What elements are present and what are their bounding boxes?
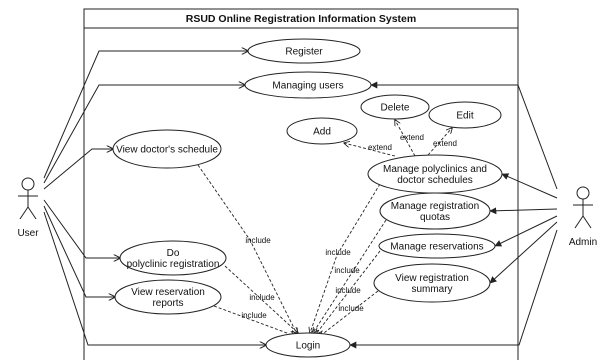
use-case-delete: Delete: [360, 94, 430, 120]
include-label: include: [249, 293, 275, 302]
use-case-label: Edit: [456, 111, 473, 122]
use-case-label: View reservation: [131, 287, 205, 298]
use-case-label: Do: [167, 248, 180, 259]
use-case-label: reports: [152, 298, 183, 309]
use-case-ellipse: [378, 233, 496, 259]
include-manage-quotas-login: [313, 219, 387, 333]
include-manage-polyclinics-login: [310, 183, 381, 333]
include-view-reports-login: [213, 305, 295, 336]
include-manage-reservations-login: [316, 250, 381, 334]
user-view-reports-association: [43, 205, 115, 297]
include-polyclinic-registration-login: [224, 265, 298, 333]
include-label: include: [335, 286, 361, 295]
use-case-ellipse: [428, 101, 502, 129]
admin-manage-polyclinics-association: [501, 173, 558, 199]
use-case-label: doctor schedules: [397, 175, 473, 186]
user-managing-users-association: [43, 85, 245, 184]
admin-view-summary-association: [489, 221, 558, 284]
use-case-ellipse: [247, 38, 361, 64]
admin-managing-users-association: [370, 81, 558, 190]
system-title: RSUD Online Registration Information Sys…: [186, 13, 416, 25]
use-case-ellipse: [244, 71, 372, 99]
include-label: include: [245, 236, 271, 245]
use-case-register: Register: [247, 38, 361, 64]
use-case-ellipse: [265, 332, 351, 358]
use-case-add: Add: [286, 117, 358, 145]
use-case-label: Login: [296, 341, 320, 352]
extend-edit-relation: [427, 128, 452, 156]
use-case-view-doctors-schedule: View doctor's schedule: [112, 129, 222, 169]
use-case-label: quotas: [420, 212, 450, 223]
relations: include include include include include inclu…: [43, 51, 558, 349]
extend-label: extend: [400, 133, 424, 142]
use-case-label: View doctor's schedule: [116, 145, 218, 156]
use-case-label: polyclinic registration: [127, 259, 220, 270]
use-case-login: Login: [265, 332, 351, 358]
admin-manage-reservations-association: [494, 215, 558, 247]
use-case-label: Add: [313, 127, 331, 138]
include-label: include: [241, 311, 267, 320]
include-label: include: [338, 304, 364, 313]
extend-label: extend: [368, 143, 392, 152]
user-polyclinic-registration-association: [43, 199, 120, 258]
use-case-label: Register: [285, 47, 323, 58]
user-actor-label: User: [17, 228, 39, 239]
user-actor-figure: [18, 177, 38, 220]
user-login-association: [43, 211, 266, 345]
admin-actor-figure: [573, 186, 593, 229]
extend-label: extend: [433, 139, 457, 148]
use-case-ellipse: [114, 279, 222, 315]
include-view-schedule-login: [197, 164, 297, 334]
admin-actor: Admin: [569, 186, 597, 248]
include-view-summary-login: [320, 290, 379, 336]
use-case-ellipse: [360, 94, 430, 120]
use-case-ellipse: [373, 263, 491, 303]
extend-delete-relation: [395, 120, 416, 157]
use-case-label: Manage registration: [391, 201, 479, 212]
use-case-label: View registration: [395, 273, 469, 284]
extend-add-relation: [344, 143, 396, 157]
admin-login-association: [349, 229, 558, 349]
use-case-label: Delete: [381, 103, 410, 114]
admin-manage-quotas-association: [489, 207, 558, 215]
use-case-label: Manage reservations: [390, 242, 483, 253]
use-case-ellipse: [286, 117, 358, 145]
use-case-manage-reservations: Manage reservations: [378, 233, 496, 259]
use-case-ellipse: [119, 240, 227, 276]
use-case-label: Managing users: [272, 81, 343, 92]
admin-actor-label: Admin: [569, 237, 597, 248]
use-case-ellipse: [112, 129, 222, 169]
include-label: include: [325, 248, 351, 257]
use-case-ellipse: [379, 192, 491, 230]
use-case-edit: Edit: [428, 101, 502, 129]
user-view-schedule-association: [43, 149, 113, 190]
user-register-association: [43, 51, 248, 179]
include-label: include: [334, 266, 360, 275]
use-case-label: Manage polyclinics and: [383, 164, 487, 175]
user-actor: User: [17, 177, 39, 239]
use-case-managing-users: Managing users: [244, 71, 372, 99]
use-case-label: summary: [411, 284, 452, 295]
